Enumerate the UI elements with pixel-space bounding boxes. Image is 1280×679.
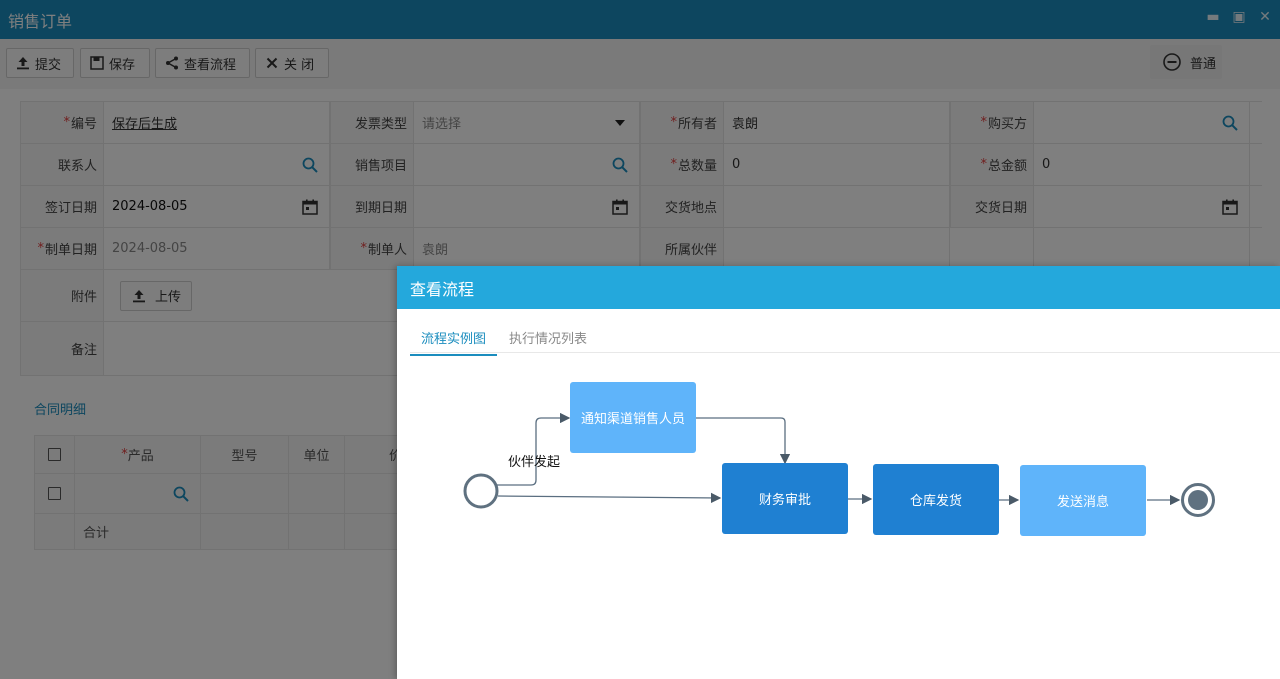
dialog-title: 查看流程	[410, 276, 474, 300]
view-flow-dialog: 查看流程 流程实例图 执行情况列表	[397, 266, 1280, 679]
node-notify-sales[interactable]: 通知渠道销售人员	[570, 382, 696, 453]
edge-start-finance	[498, 496, 720, 498]
node-warehouse-shipping[interactable]: 仓库发货	[873, 464, 999, 535]
dialog-tabs: 流程实例图 执行情况列表	[410, 323, 1280, 353]
dialog-header: 查看流程	[397, 266, 1280, 309]
node-send-message[interactable]: 发送消息	[1020, 465, 1146, 536]
start-event	[465, 475, 497, 507]
edge-notify-finance	[696, 418, 785, 463]
end-event-core	[1188, 490, 1208, 510]
node-finance-approval[interactable]: 财务审批	[722, 463, 848, 534]
tab-execution-list[interactable]: 执行情况列表	[509, 328, 587, 354]
flow-diagram: 伙伴发起 通知渠道销售人员 财务审批 仓库发货 发送消息	[397, 353, 1280, 679]
edge-label-partner-start: 伙伴发起	[508, 451, 560, 470]
tab-flow-diagram[interactable]: 流程实例图	[410, 328, 497, 356]
